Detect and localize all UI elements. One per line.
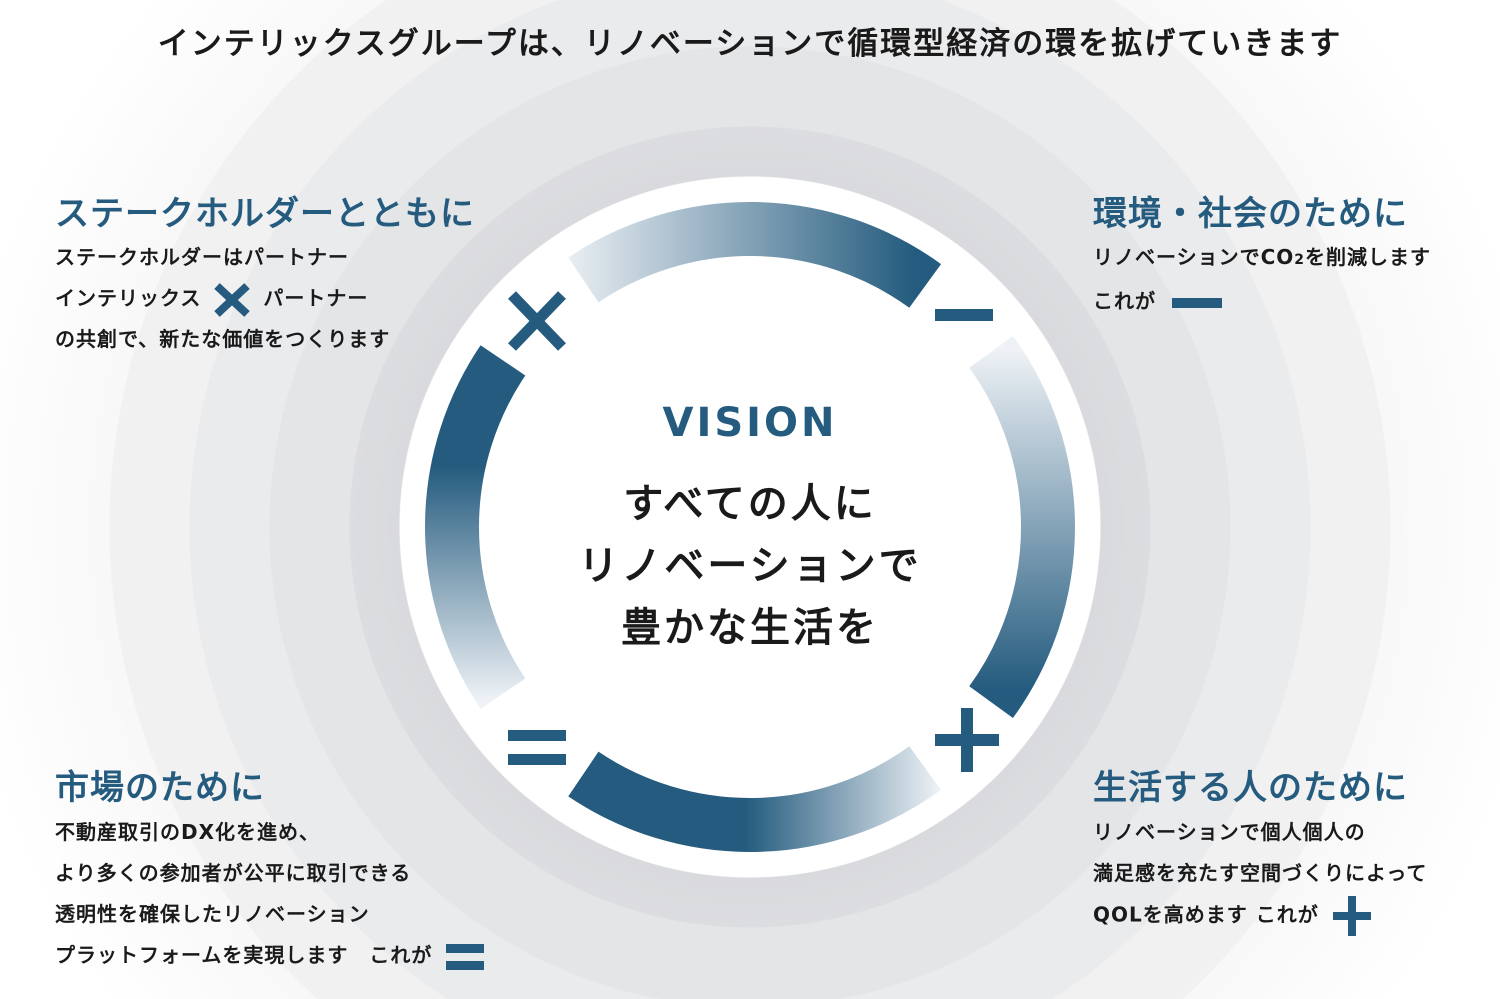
text-span: これが [1093,289,1156,313]
section-heading-living: 生活する人のために [1093,768,1408,808]
section-heading-environment: 環境・社会のために [1093,194,1408,234]
text-span: パートナー [263,286,369,310]
subscript: 2 [1294,252,1306,268]
text-line: の共創で、新たな価値をつくります [55,327,391,351]
section-text-stakeholders: ステークホルダーはパートナー インテリックス パートナー の共創で、新たな価値を… [55,237,390,360]
section-text-living: リノベーションで個人個人の 満足感を充たす空間づくりによって QOLを高めます … [1093,812,1427,938]
minus-icon [935,309,993,321]
arc-bottom [568,746,942,852]
text-line: プラットフォームを実現します これが [55,935,488,976]
vision-line: すべての人に [623,481,877,527]
text-line: これが [1093,281,1431,322]
times-icon [508,291,566,351]
equals-icon [446,943,485,970]
times-icon [214,282,251,317]
equals-icon [508,730,566,765]
section-heading-stakeholders: ステークホルダーとともに [55,194,475,234]
text-span: を削減します [1305,245,1432,269]
arc-right [969,335,1075,719]
text-line: リノベーションでCO2を削減します [1093,237,1431,281]
text-line: リノベーションで個人個人の [1093,820,1366,844]
vision-label: VISION [662,400,838,446]
text-span: QOLを高めます これが [1093,902,1319,927]
vision-statement: すべての人に リノベーションで 豊かな生活を [0,473,1500,659]
text-line: より多くの参加者が公平に取引できる [55,861,412,885]
text-line: QOLを高めます これが [1093,894,1427,938]
plus-icon [1332,896,1371,936]
section-heading-market: 市場のために [55,768,265,808]
minus-icon [1171,297,1222,308]
text-line: インテリックス パートナー [55,278,390,319]
vision-line: リノベーションで [578,543,922,589]
section-text-market: 不動産取引のDX化を進め、 より多くの参加者が公平に取引できる 透明性を確保した… [55,812,488,976]
text-span: インテリックス [55,286,202,310]
text-line: ステークホルダーはパートナー [55,245,349,269]
arc-left [425,345,526,709]
text-line: 満足感を充たす空間づくりによって [1093,861,1428,885]
arc-top [568,202,942,308]
vision-line: 豊かな生活を [621,605,879,651]
page-title: インテリックスグループは、リノベーションで循環型経済の環を拡げていきます [157,26,1343,62]
text-span: プラットフォームを実現します これが [55,943,433,967]
text-line: 透明性を確保したリノベーション [55,902,370,926]
plus-icon [935,708,999,772]
text-line: 不動産取引のDX化を進め、 [55,820,321,844]
section-text-environment: リノベーションでCO2を削減します これが [1093,237,1431,322]
text-span: リノベーションでCO [1093,245,1295,269]
